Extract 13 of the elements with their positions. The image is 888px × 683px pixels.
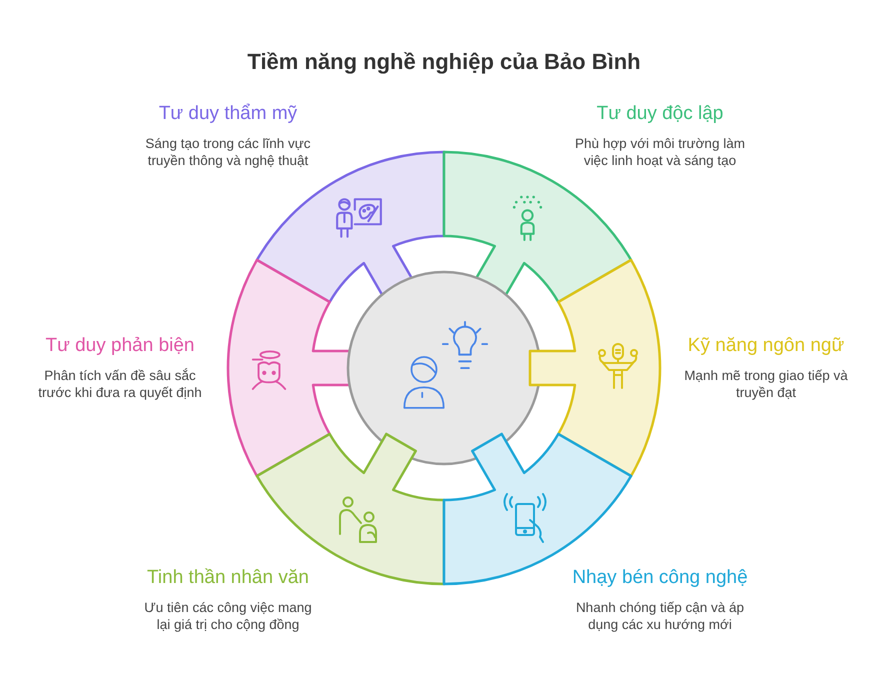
description-text: Phù hợp với môi trường làm việc linh hoạt và sáng tạo xyxy=(574,135,746,169)
description-text: Mạnh mẽ trong giao tiếp và truyền đạt xyxy=(683,367,849,401)
category-heading: Tư duy độc lập xyxy=(596,103,724,125)
description-text: Nhanh chóng tiếp cận và áp dụng các xu hướng mới xyxy=(574,599,746,633)
description-text: Sáng tạo trong các lĩnh vực truyền thông và nghệ thuật xyxy=(144,135,312,169)
description-text: Ưu tiên các công việc mang lại giá trị cho cộng đồng xyxy=(143,599,313,633)
category-heading: Tư duy thẩm mỹ xyxy=(158,103,298,125)
description-text: Phân tích vấn đề sâu sắc trước khi đưa ra quyết định xyxy=(37,367,203,401)
category-heading: Kỹ năng ngôn ngữ xyxy=(686,335,846,357)
category-heading: Tư duy phản biện xyxy=(44,335,196,357)
category-heading: Tinh thần nhân văn xyxy=(146,567,310,589)
diagram-title: Tiềm năng nghề nghiệp của Bảo Bình xyxy=(246,49,642,75)
category-heading: Nhạy bén công nghệ xyxy=(571,567,749,589)
